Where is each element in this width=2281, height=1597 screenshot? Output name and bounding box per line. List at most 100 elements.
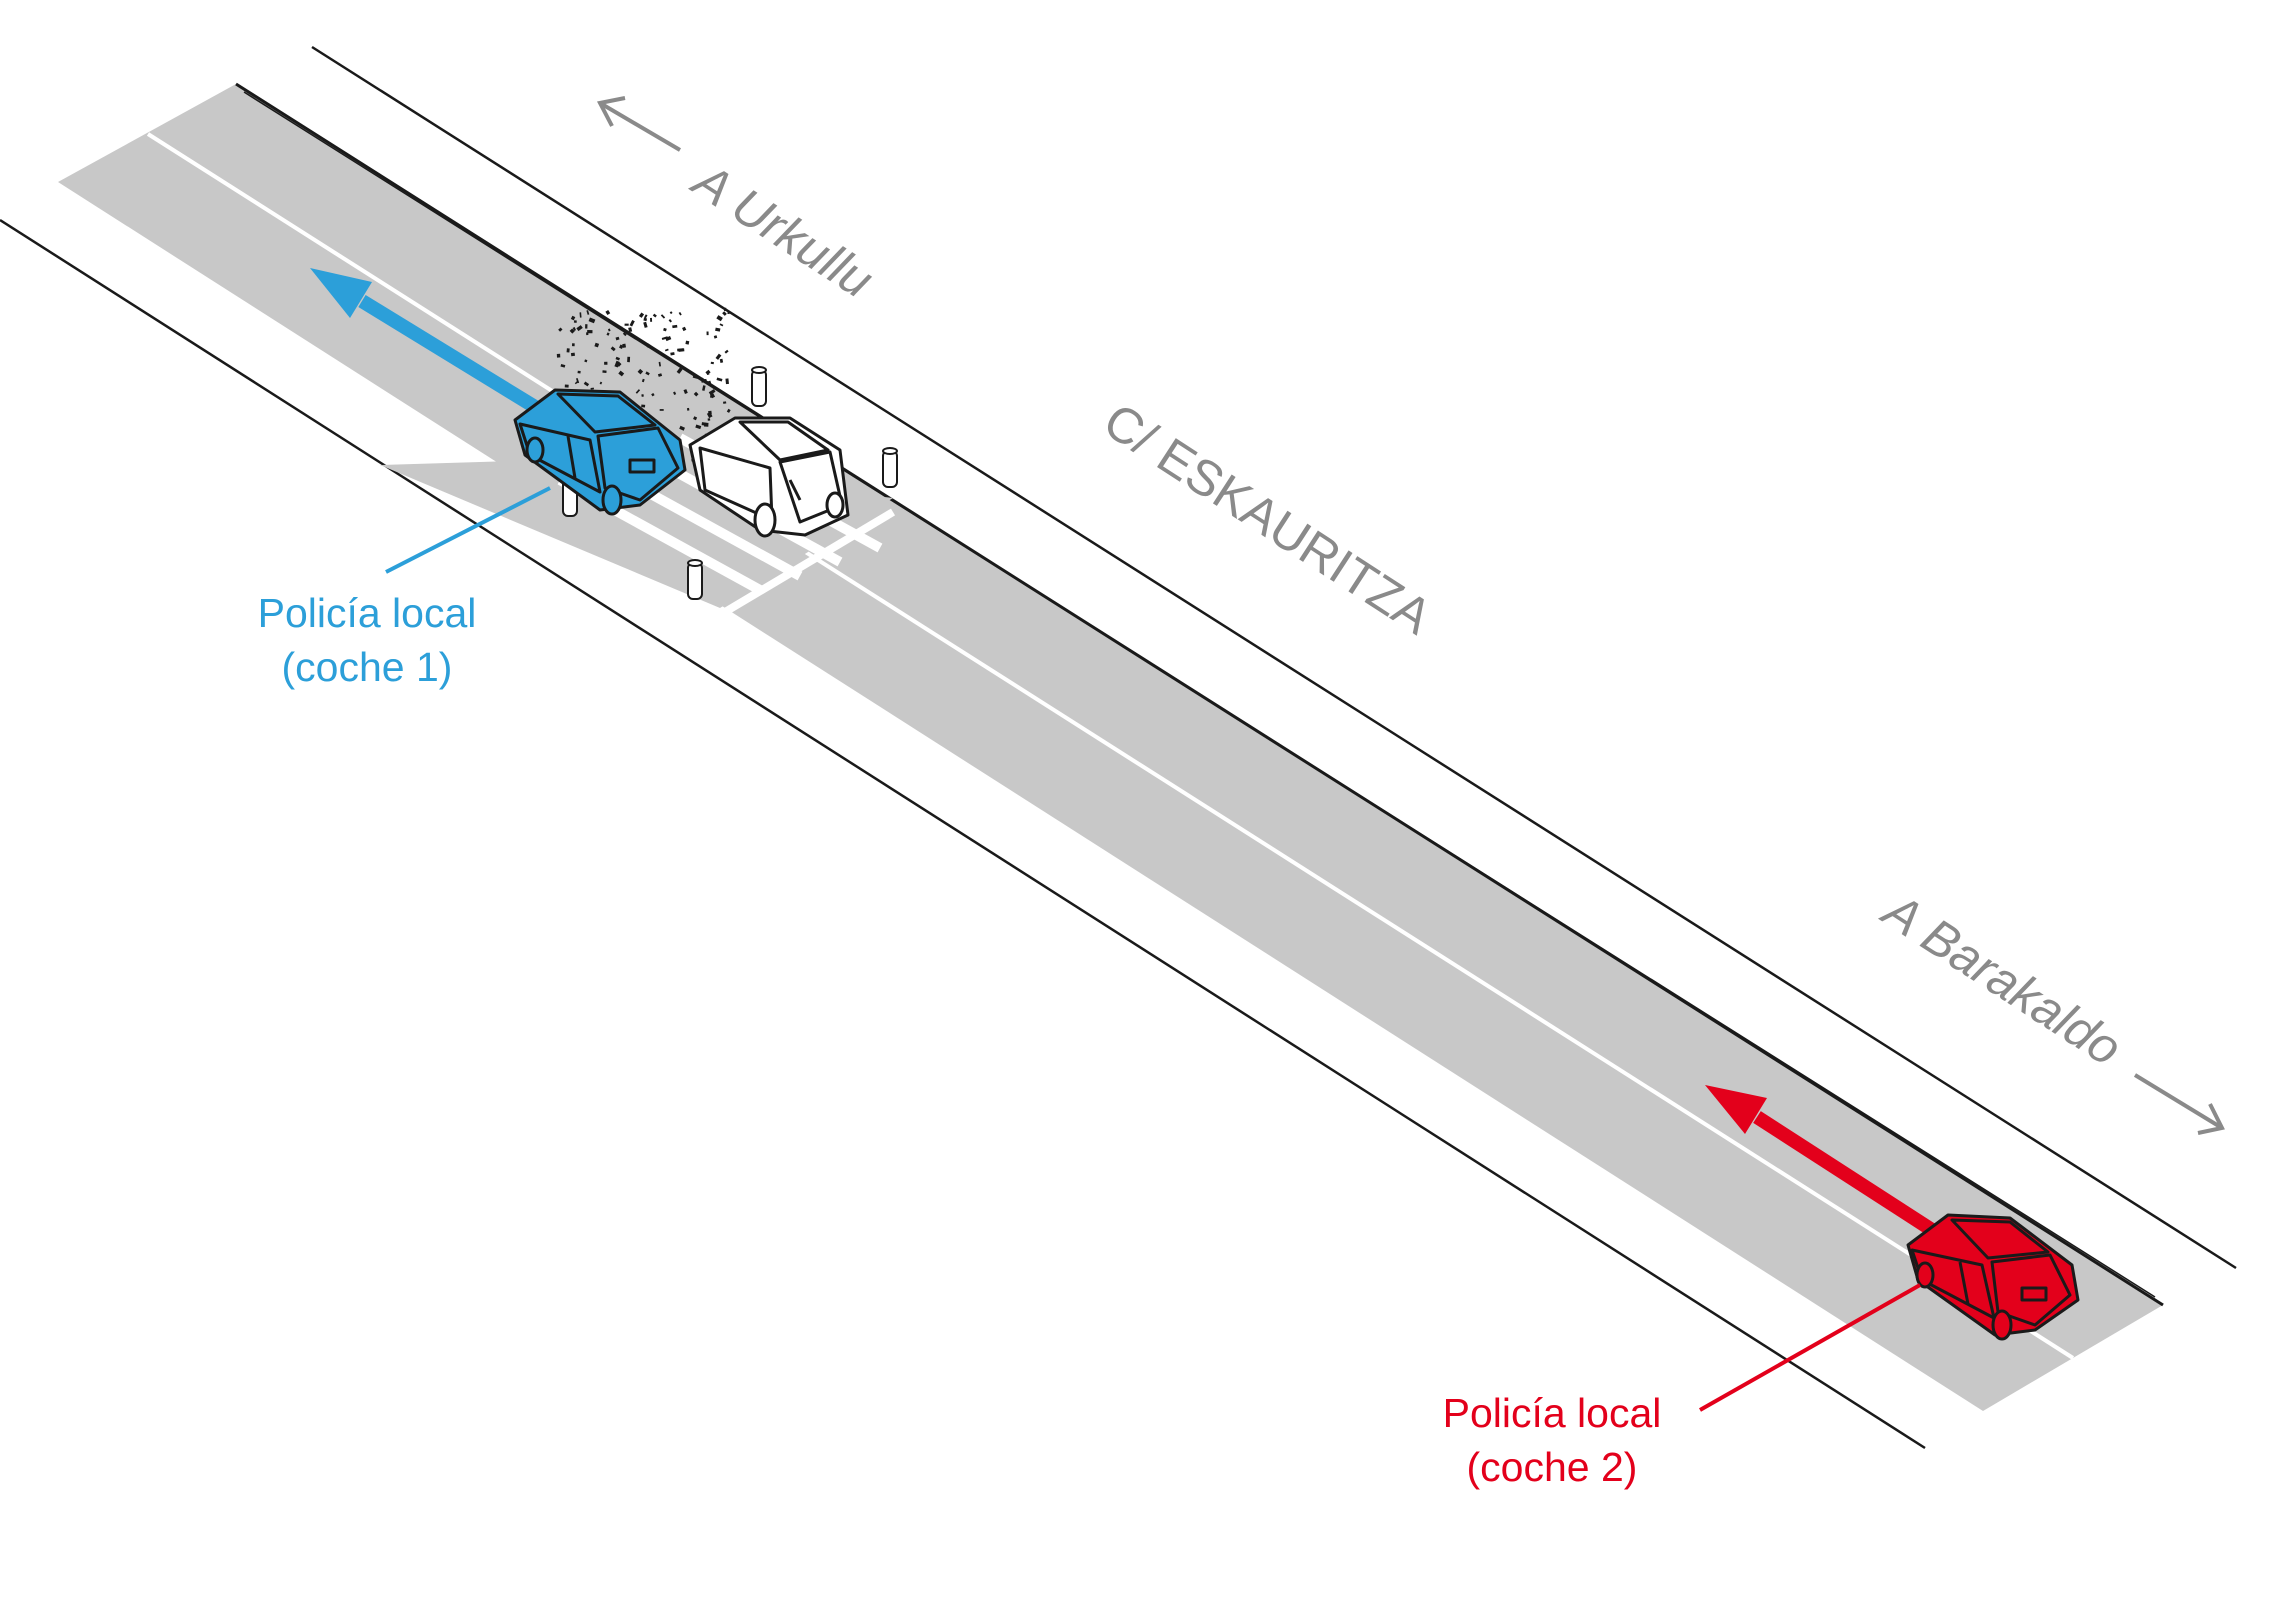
debris-particle	[644, 314, 648, 319]
debris-particle	[643, 321, 648, 328]
debris-particle	[627, 356, 631, 363]
debris-particle	[615, 356, 620, 361]
debris-particle	[635, 389, 641, 394]
debris-particle	[723, 401, 727, 404]
debris-particle	[641, 394, 644, 397]
debris-particle	[682, 326, 687, 332]
car2	[1906, 1213, 2080, 1341]
sidewalk-lines	[0, 45, 2237, 1450]
debris-particle	[645, 371, 650, 376]
debris-particle	[576, 325, 583, 332]
debris-particle	[663, 327, 667, 332]
debris-particle	[702, 385, 706, 391]
debris-particle	[628, 327, 633, 333]
debris-particle	[618, 370, 625, 377]
debris-particle	[564, 384, 569, 388]
debris-particle	[693, 391, 699, 397]
debris-particle	[566, 348, 570, 353]
bollard	[751, 366, 767, 407]
debris-particle	[706, 372, 710, 376]
debris-particle	[658, 361, 662, 367]
debris-particle	[706, 412, 713, 419]
debris-particle	[646, 343, 651, 348]
bollard	[882, 447, 898, 488]
debris-particle	[588, 317, 596, 324]
debris-particle	[651, 392, 655, 397]
debris-particle	[692, 374, 699, 379]
debris-particle	[719, 358, 724, 363]
debris-particle	[619, 344, 624, 350]
debris-particle	[693, 416, 698, 421]
debris-particle	[584, 359, 588, 363]
debris-particle	[723, 307, 727, 311]
debris-particle	[678, 312, 682, 316]
debris-particle	[637, 368, 644, 375]
debris-particle	[657, 373, 663, 377]
debris-particle	[594, 342, 600, 348]
debris-particle	[606, 332, 610, 336]
direction-right-label: A Barakaldo	[1871, 881, 2131, 1077]
debris-particle	[708, 389, 716, 395]
street-name: C/ ESKAURITZA	[1094, 392, 1442, 645]
debris-particle	[661, 336, 668, 341]
debris-particle	[673, 391, 677, 395]
debris-particle	[710, 361, 714, 365]
other-car	[688, 416, 850, 538]
car1-direction-arrow	[310, 268, 544, 416]
debris-particle	[579, 312, 582, 318]
debris-particle	[556, 353, 561, 358]
direction-right-arrow-icon	[2133, 1073, 2225, 1135]
debris-particle	[695, 424, 702, 430]
street-name-label: C/ ESKAURITZA	[1094, 392, 1442, 645]
debris-particle	[725, 378, 729, 385]
debris-particle	[641, 378, 645, 383]
debris-particle	[614, 360, 620, 368]
debris-particle	[701, 378, 707, 383]
debris-particle	[701, 422, 707, 426]
debris-particle	[716, 315, 723, 322]
debris-particle	[605, 309, 611, 315]
debris-particle	[652, 313, 657, 318]
debris-particle	[622, 343, 626, 348]
debris-particle	[716, 377, 723, 382]
direction-left-arrow-icon	[596, 96, 682, 152]
debris-particle	[575, 378, 580, 384]
debris-particle	[590, 387, 595, 390]
bollard	[687, 559, 703, 600]
debris-particle	[569, 328, 575, 334]
car1-label-line2: (coche 1)	[282, 644, 453, 690]
debris-particle	[641, 404, 646, 408]
debris-particle	[672, 324, 678, 329]
debris-particle	[719, 323, 724, 327]
debris-particle	[677, 348, 684, 352]
direction-left-label: A Urkullu	[681, 151, 883, 309]
car2-direction-arrow	[1705, 1085, 1936, 1236]
road-curb	[235, 82, 2164, 1307]
debris-particle	[707, 418, 711, 421]
debris-particle	[727, 311, 730, 315]
debris-particle	[585, 324, 588, 329]
direction-right: A Barakaldo	[1871, 881, 2131, 1077]
debris-particle	[615, 336, 620, 341]
debris-particle	[722, 311, 727, 316]
debris-particle	[604, 361, 608, 365]
debris-particle	[676, 367, 683, 374]
car2-label: Policía local (coche 2)	[1443, 1390, 1662, 1490]
car2-callout-line	[1699, 1283, 1921, 1412]
debris-particle	[660, 314, 666, 319]
debris-particle	[572, 326, 576, 331]
debris-particle	[602, 370, 607, 373]
car2-label-line1: Policía local	[1443, 1390, 1662, 1436]
debris-particle	[669, 311, 673, 315]
debris-particle	[705, 369, 711, 375]
debris-particle	[713, 335, 718, 339]
debris-particle	[570, 315, 576, 321]
debris-particle	[622, 332, 627, 337]
debris-particle	[668, 319, 672, 323]
debris-particle	[624, 323, 629, 326]
car1-label-line1: Policía local	[258, 590, 477, 636]
debris-particle	[715, 353, 722, 360]
debris-particle	[629, 319, 635, 327]
debris-particle	[617, 325, 623, 329]
